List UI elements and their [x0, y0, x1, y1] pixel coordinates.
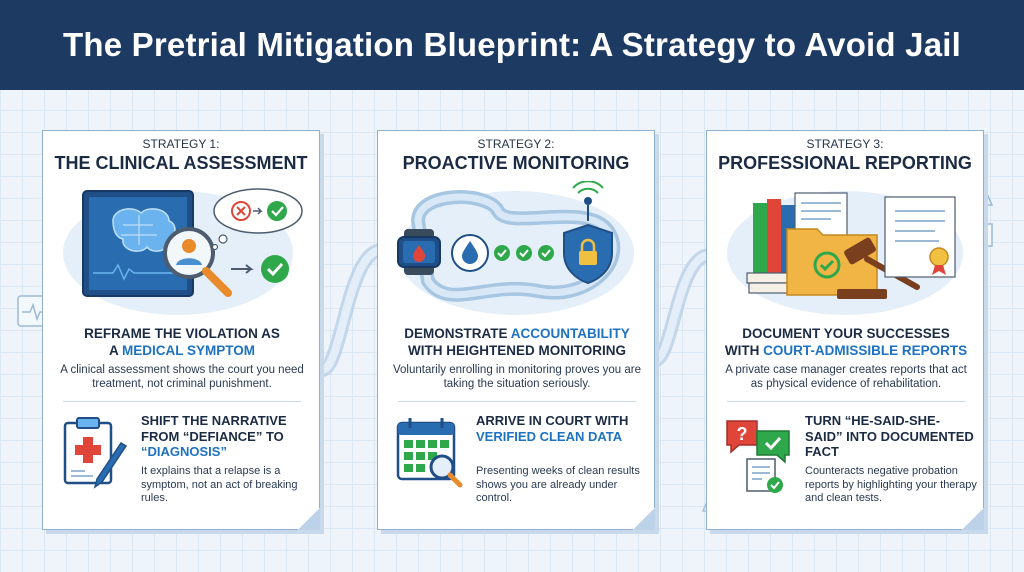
- strategy-title: PROACTIVE MONITORING: [402, 153, 630, 173]
- magnifier-icon: [429, 454, 463, 488]
- headline-line: WITH HEIGHTENED MONITORING: [408, 343, 626, 358]
- clinical-illustration: [63, 188, 303, 315]
- strategy-description: Voluntarily enrolling in monitoring prov…: [392, 364, 642, 390]
- strategy-title: PROFESSIONAL REPORTING: [718, 153, 972, 173]
- calendar-check-icon: [396, 418, 463, 488]
- header-bar: The Pretrial Mitigation Blueprint: A Str…: [0, 0, 1024, 90]
- headline-line: WITH COURT-ADMISSIBLE REPORTS: [715, 342, 977, 359]
- headline-accent: ACCOUNTABILITY: [510, 326, 630, 341]
- card-corner: [633, 508, 655, 530]
- brain-scan-icon: [82, 190, 194, 297]
- strategy-kicker: STRATEGY 1:: [142, 137, 220, 151]
- pen-icon: [93, 441, 128, 489]
- headline-line: DOCUMENT YOUR SUCCESSES: [742, 326, 950, 341]
- strategy-kicker: STRATEGY 2:: [477, 137, 555, 151]
- headline-line: DEMONSTRATE ACCOUNTABILITY: [386, 325, 648, 342]
- sub-description: Counteracts negative probation reports b…: [805, 465, 977, 504]
- checkmark-icon: [261, 255, 289, 283]
- chat-bubbles-icon: ?: [726, 420, 790, 493]
- headline-accent: MEDICAL SYMPTOM: [121, 343, 255, 358]
- sub-title: ARRIVE IN COURT WITH VERIFIED CLEAN DATA: [476, 413, 648, 444]
- reporting-illustration: [727, 191, 963, 315]
- strategy-headline: DEMONSTRATE ACCOUNTABILITY WITH HEIGHTEN…: [386, 325, 648, 359]
- headline-text: A: [108, 343, 122, 358]
- headline-text: WITH: [724, 343, 764, 358]
- sub-title-accent: VERIFIED CLEAN DATA: [476, 428, 623, 444]
- strategy-kicker: STRATEGY 3:: [806, 137, 884, 151]
- headline-line: REFRAME THE VIOLATION AS: [84, 326, 280, 341]
- smartwatch-icon: [397, 229, 441, 275]
- clipboard-medical-icon: [63, 417, 128, 489]
- card-corner: [962, 508, 984, 530]
- sub-title-text: DOCUMENTED FACT: [805, 428, 974, 460]
- thought-bubble-icon: [211, 188, 303, 251]
- water-drop-icon: [451, 234, 489, 272]
- strategy-description: A clinical assessment shows the court yo…: [60, 364, 304, 390]
- strategy-card-1: STRATEGY 1: THE CLINICAL ASSESSMENT: [42, 130, 320, 530]
- ribbon-connector: [655, 248, 710, 367]
- divider: [727, 401, 965, 402]
- ribbon-connector: [322, 243, 382, 377]
- strategy-card-3: STRATEGY 3: PROFESSIONAL REPORTING: [706, 130, 984, 530]
- folder-icon: [786, 192, 878, 296]
- headline-text: DEMONSTRATE: [404, 326, 511, 341]
- sub-title: SHIFT THE NARRATIVE FROM “DEFIANCE” TO “…: [141, 413, 313, 460]
- card-corner: [298, 508, 320, 530]
- checkmark-icon: [494, 245, 554, 261]
- headline-accent: COURT-ADMISSIBLE REPORTS: [763, 343, 968, 358]
- strategy-description: A private case manager creates reports t…: [725, 364, 967, 390]
- user-icon: [176, 239, 202, 265]
- sub-title: TURN “HE-SAID-SHE-SAID” INTO DOCUMENTED …: [805, 413, 977, 460]
- certificate-icon: [884, 196, 956, 278]
- strategy-title: THE CLINICAL ASSESSMENT: [54, 153, 308, 173]
- sub-title-text: ARRIVE IN COURT WITH: [476, 413, 629, 428]
- strategy-card-2: STRATEGY 2: PROACTIVE MONITORING: [377, 130, 655, 530]
- document-check-icon: [746, 458, 783, 493]
- strategy-headline: DOCUMENT YOUR SUCCESSES WITH COURT-ADMIS…: [715, 325, 977, 359]
- sub-description: It explains that a relapse is a symptom,…: [141, 465, 298, 504]
- monitoring-illustration: [397, 181, 634, 315]
- headline-line: A MEDICAL SYMPTOM: [51, 342, 313, 359]
- sub-title-text: SHIFT THE NARRATIVE FROM “DEFIANCE” TO: [141, 413, 287, 444]
- strategy-headline: REFRAME THE VIOLATION AS A MEDICAL SYMPT…: [51, 325, 313, 359]
- svg-text:?: ?: [737, 424, 748, 444]
- sub-description: Presenting weeks of clean results shows …: [476, 465, 640, 504]
- shield-lock-icon: [563, 181, 613, 285]
- divider: [398, 401, 636, 402]
- divider: [63, 401, 301, 402]
- sub-title-accent: “DIAGNOSIS”: [141, 444, 227, 459]
- sub-title-text: TURN “HE-SAID-SHE-SAID” INTO: [805, 413, 941, 444]
- page-title: The Pretrial Mitigation Blueprint: A Str…: [63, 26, 961, 63]
